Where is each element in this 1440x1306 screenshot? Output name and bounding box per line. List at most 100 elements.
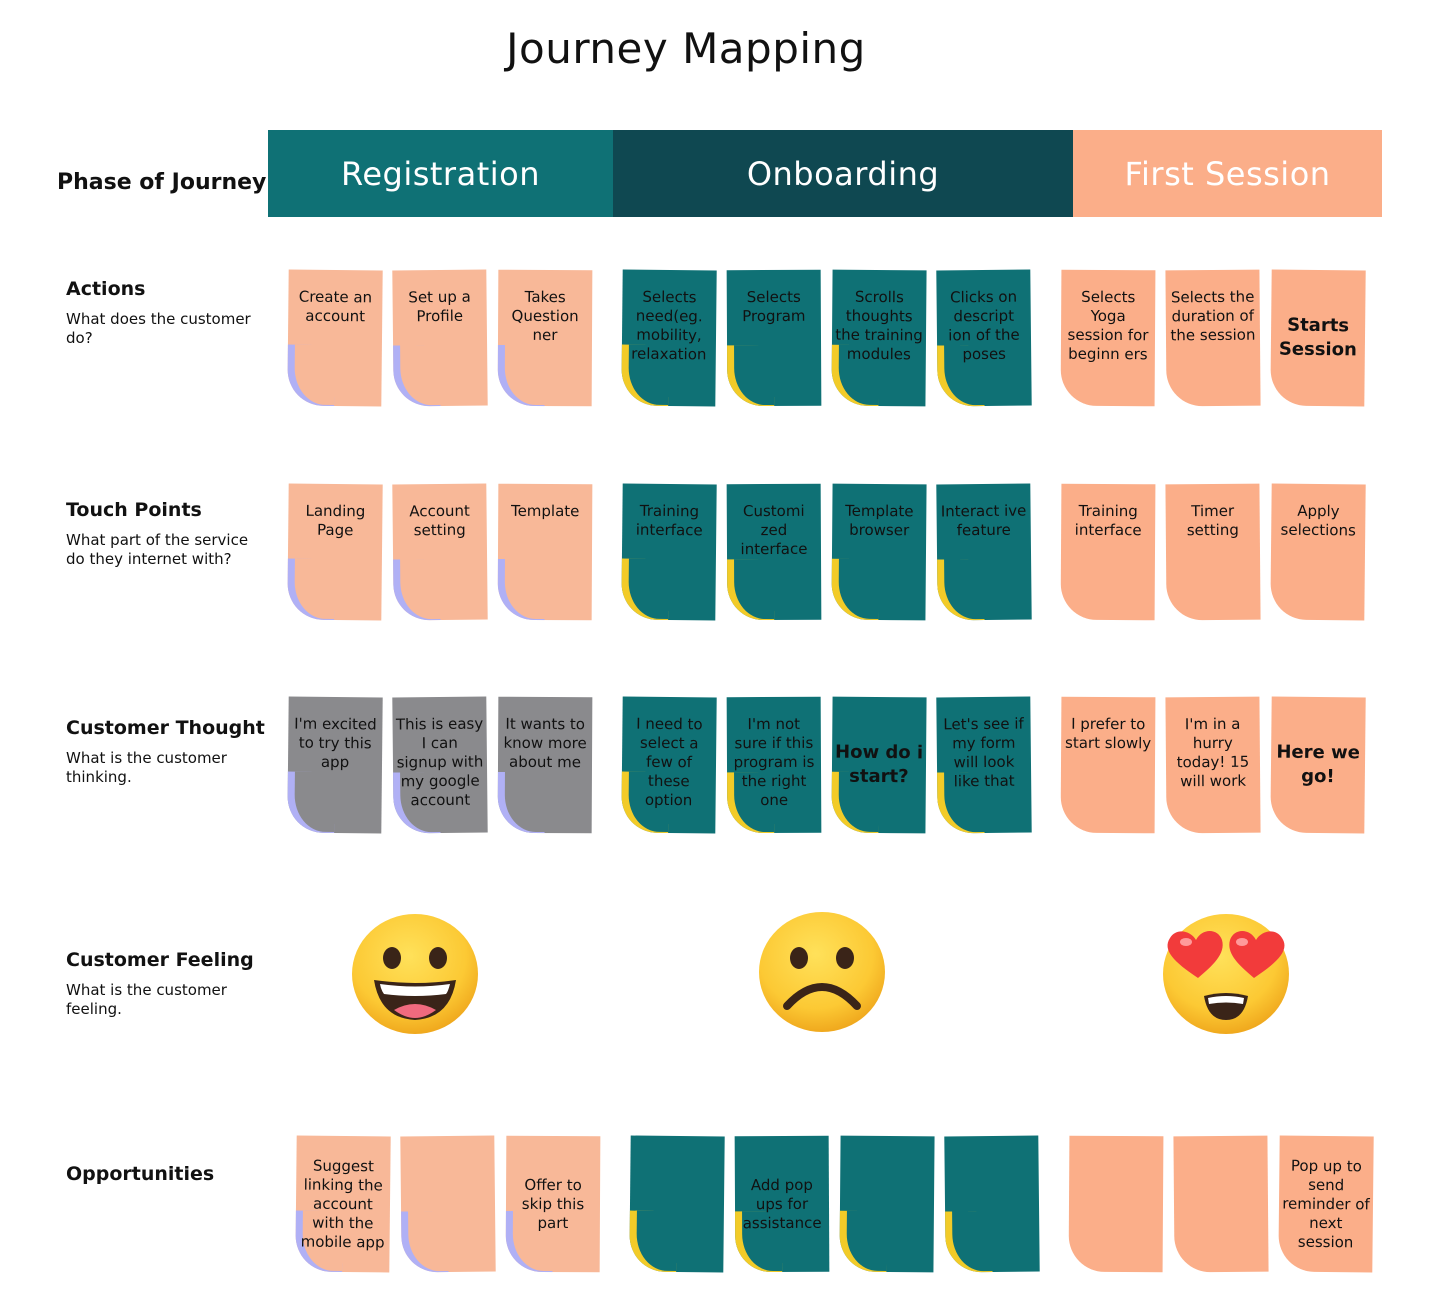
sticky-note-text: Scrolls thoughts the training modules bbox=[835, 287, 923, 364]
sticky-note-text: Template browser bbox=[845, 501, 914, 540]
sticky-note-customer-thought: I'm excited to try this app bbox=[287, 696, 383, 834]
row-label-touch-points: Touch Points What part of the service do… bbox=[66, 499, 266, 569]
row-title: Customer Feeling bbox=[66, 949, 254, 971]
sticky-note-touch-points: Customi zed interface bbox=[726, 483, 822, 621]
row-subtitle: What is the customer thinking. bbox=[66, 749, 227, 786]
sticky-note-text: Pop up to send reminder of next session bbox=[1282, 1156, 1370, 1251]
sticky-note-actions: Selects the duration of the session bbox=[1165, 269, 1261, 407]
sticky-note-touch-points: Timer setting bbox=[1165, 483, 1261, 621]
row-label-opportunities: Opportunities bbox=[66, 1163, 266, 1185]
sticky-note-text: Here we go! bbox=[1276, 741, 1360, 788]
sticky-note-customer-thought: I need to select a few of these option bbox=[621, 696, 717, 834]
sticky-note-text: Takes Question ner bbox=[511, 287, 579, 345]
row-label-customer-feeling: Customer Feeling What is the customer fe… bbox=[66, 949, 266, 1019]
sticky-note-text: Set up a Profile bbox=[408, 287, 471, 326]
row-label-actions: Actions What does the customer do? bbox=[66, 278, 266, 348]
sticky-note-actions: Takes Question ner bbox=[497, 269, 593, 407]
sticky-note-text: Template bbox=[510, 501, 580, 521]
sticky-note-touch-points: Template browser bbox=[831, 483, 927, 621]
sticky-note-touch-points: Training interface bbox=[621, 483, 717, 621]
phase-of-journey-label: Phase of Journey bbox=[57, 170, 267, 195]
sticky-note-text: It wants to know more about me bbox=[503, 714, 587, 772]
sticky-note-opportunities bbox=[1173, 1135, 1269, 1273]
sticky-note-text: Interact ive feature bbox=[940, 501, 1027, 540]
sticky-note-touch-points: Account setting bbox=[392, 483, 488, 621]
sticky-note-customer-thought: I'm not sure if this program is the righ… bbox=[726, 696, 822, 834]
sticky-note-touch-points: Training interface bbox=[1060, 483, 1156, 621]
sticky-note-actions: Clicks on descript ion of the poses bbox=[936, 269, 1032, 407]
sticky-note-opportunities bbox=[400, 1135, 496, 1273]
sticky-note-text: Training interface bbox=[635, 501, 703, 540]
sticky-note-customer-thought: It wants to know more about me bbox=[497, 696, 593, 834]
sticky-note-text: Training interface bbox=[1074, 501, 1142, 540]
sticky-note-text: Timer setting bbox=[1186, 501, 1239, 540]
sticky-note-text: Apply selections bbox=[1280, 501, 1356, 540]
heart-eyes-face-icon bbox=[1163, 914, 1289, 1034]
grinning-face-icon bbox=[352, 914, 478, 1034]
row-title: Touch Points bbox=[66, 499, 202, 521]
sticky-note-actions: Create an account bbox=[287, 269, 383, 407]
row-label-customer-thought: Customer Thought What is the customer th… bbox=[66, 717, 266, 787]
sticky-note-customer-thought: Here we go! bbox=[1270, 696, 1366, 834]
sticky-note-opportunities: Offer to skip this part bbox=[505, 1135, 601, 1273]
row-title: Actions bbox=[66, 278, 146, 300]
sticky-note-text: Account setting bbox=[409, 501, 470, 540]
sticky-note-text: Suggest linking the account with the mob… bbox=[300, 1156, 385, 1251]
sticky-note-text: I prefer to start slowly bbox=[1064, 714, 1152, 753]
sticky-note-opportunities bbox=[629, 1135, 725, 1273]
sticky-note-text: I'm excited to try this app bbox=[294, 714, 377, 772]
sticky-note-text: Starts Session bbox=[1278, 314, 1357, 361]
sticky-note-touch-points: Apply selections bbox=[1270, 483, 1366, 621]
sticky-note-touch-points: Template bbox=[497, 483, 593, 621]
sticky-note-text: Add pop ups for assistance bbox=[742, 1175, 822, 1232]
sticky-note-actions: Starts Session bbox=[1270, 269, 1366, 407]
sticky-note-text: I need to select a few of these option bbox=[636, 714, 703, 810]
sticky-note-text bbox=[1072, 1136, 1161, 1273]
row-subtitle: What part of the service do they interne… bbox=[66, 531, 249, 568]
sticky-note-touch-points: Interact ive feature bbox=[936, 483, 1032, 621]
sticky-note-text: I'm not sure if this program is the righ… bbox=[733, 714, 815, 810]
sticky-note-customer-thought: I prefer to start slowly bbox=[1060, 696, 1156, 834]
sticky-note-text bbox=[403, 1136, 492, 1273]
sticky-note-actions: Selects Yoga session for beginn ers bbox=[1060, 269, 1156, 407]
sticky-note-opportunities: Add pop ups for assistance bbox=[734, 1135, 830, 1273]
sticky-note-text: Selects Yoga session for beginn ers bbox=[1067, 287, 1149, 364]
sticky-note-actions: Scrolls thoughts the training modules bbox=[831, 269, 927, 407]
sticky-note-text: Create an account bbox=[298, 287, 373, 326]
row-title: Customer Thought bbox=[66, 717, 265, 739]
sticky-note-text: Offer to skip this part bbox=[521, 1175, 585, 1232]
page-title: Journey Mapping bbox=[506, 24, 866, 73]
sticky-note-text bbox=[1176, 1136, 1265, 1273]
phase-first-session: First Session bbox=[1073, 130, 1382, 217]
frowning-face-icon bbox=[759, 912, 885, 1032]
row-title: Opportunities bbox=[66, 1163, 215, 1185]
sticky-note-customer-thought: I'm in a hurry today! 15 will work bbox=[1165, 696, 1261, 834]
sticky-note-text: Selects the duration of the session bbox=[1170, 287, 1256, 345]
row-subtitle: What is the customer feeling. bbox=[66, 981, 227, 1018]
sticky-note-actions: Selects Program bbox=[726, 269, 822, 407]
sticky-note-opportunities: Pop up to send reminder of next session bbox=[1278, 1135, 1374, 1273]
sticky-note-text bbox=[632, 1136, 721, 1273]
row-subtitle: What does the customer do? bbox=[66, 310, 251, 347]
sticky-note-text: Selects Program bbox=[742, 287, 806, 326]
sticky-note-text: Customi zed interface bbox=[740, 501, 808, 559]
sticky-note-text: Selects need(eg. mobility, relaxation bbox=[631, 287, 707, 364]
sticky-note-opportunities bbox=[839, 1135, 935, 1273]
sticky-note-opportunities: Suggest linking the account with the mob… bbox=[295, 1135, 391, 1273]
sticky-note-customer-thought: Let's see if my form will look like that bbox=[936, 696, 1032, 834]
sticky-note-opportunities bbox=[944, 1135, 1040, 1273]
sticky-note-customer-thought: This is easy I can signup with my google… bbox=[392, 696, 488, 834]
sticky-note-text: Clicks on descript ion of the poses bbox=[948, 287, 1020, 364]
sticky-note-actions: Selects need(eg. mobility, relaxation bbox=[621, 269, 717, 407]
sticky-note-opportunities bbox=[1068, 1135, 1164, 1273]
phase-registration: Registration bbox=[268, 130, 613, 217]
sticky-note-text: I'm in a hurry today! 15 will work bbox=[1176, 714, 1250, 791]
sticky-note-customer-thought: How do i start? bbox=[831, 696, 927, 834]
sticky-note-text: Let's see if my form will look like that bbox=[943, 714, 1024, 791]
sticky-note-actions: Set up a Profile bbox=[392, 269, 488, 407]
phase-onboarding: Onboarding bbox=[613, 130, 1073, 217]
sticky-note-text: Landing Page bbox=[305, 501, 366, 540]
sticky-note-text: How do i start? bbox=[835, 741, 924, 788]
sticky-note-touch-points: Landing Page bbox=[287, 483, 383, 621]
sticky-note-text bbox=[842, 1136, 931, 1273]
